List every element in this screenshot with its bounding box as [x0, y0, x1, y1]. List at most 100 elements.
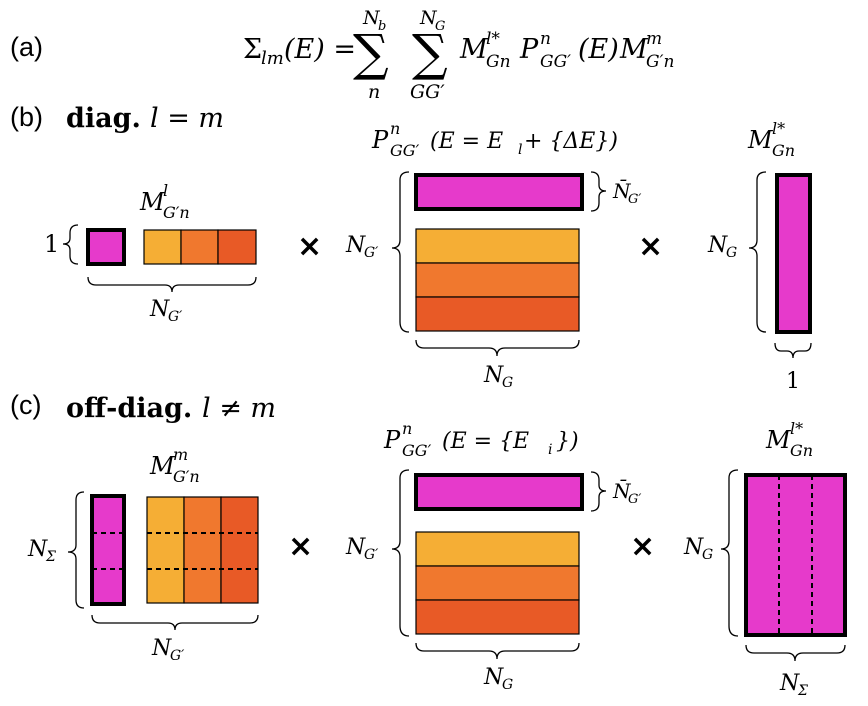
panel-b-p-selected-row: [414, 173, 584, 211]
panel-c-p-top-brace: [590, 471, 607, 512]
panel-b-m-right-sub: Gn: [772, 141, 795, 160]
panel-c-m-left-cell-1: [146, 496, 185, 604]
panel-b-times-2: ×: [638, 229, 663, 264]
eq-term1-sup: l*: [486, 29, 500, 49]
panel-c-p-row-1: [415, 531, 580, 567]
eq-sum1-upper: N: [362, 7, 381, 29]
panel-b-m-left-cell-2: [180, 229, 219, 265]
panel-b-p-bottom-base: N: [483, 363, 504, 388]
panel-b-m-left-sub: G′n: [163, 203, 190, 222]
panel-c-p-arg-end: }): [556, 429, 579, 454]
panel-b-p-arg: (E = E: [430, 129, 503, 154]
panel-b-p-top-sub: G′: [628, 192, 641, 207]
panel-label-a: (a): [10, 32, 43, 62]
eq-term1-sub: Gn: [486, 52, 511, 72]
panel-b-m-left-cell-3: [217, 229, 257, 265]
eq-term1: M: [459, 34, 489, 65]
eq-term2-arg: (E): [578, 34, 619, 65]
panel-c-m-right-bottom-brace: [745, 644, 846, 662]
eq-term3-sup: m: [646, 29, 662, 49]
panel-c-m-right-base: M: [765, 426, 792, 454]
eq-term2-sub: GG′: [540, 52, 571, 72]
panel-c-p-left-base: N: [345, 535, 366, 560]
panel-c-p-bottom-brace: [415, 642, 580, 660]
equation: Σ lm (E) = N b ∑ n N G ∑ GG′ M l* Gn P n…: [243, 7, 674, 103]
eq-lhs: Σ: [243, 34, 262, 65]
panel-c-p-base: P: [383, 426, 401, 454]
panel-b-m-right-column: [775, 173, 812, 334]
panel-c-bottom-brace-left: [91, 614, 259, 631]
panel-c-m-left-magenta-column: [90, 494, 126, 606]
panel-c-p-arg: (E = {E: [442, 429, 529, 454]
panel-b-m-left-sup: l: [163, 181, 168, 200]
panel-c-m-right-width-sub: Σ: [797, 683, 808, 699]
panel-c-left-brace: [67, 491, 85, 609]
eq-sum2-lower: GG′: [410, 81, 445, 103]
panel-c-m-left-width-base: N: [151, 636, 172, 661]
eq-sum1-lower: n: [368, 81, 380, 103]
panel-c-p-row-3: [415, 599, 580, 635]
panel-c-p-left-brace: [391, 469, 410, 637]
panel-b-m-right-sup: l*: [772, 119, 785, 138]
panel-b-m-right-height-base: N: [707, 233, 728, 258]
panel-label-c: (c): [10, 390, 41, 420]
panel-c-m-right-height-sub: G: [702, 547, 713, 563]
eq-sigma-1: ∑: [353, 24, 389, 82]
eq-sigma-2: ∑: [412, 24, 448, 82]
panel-c-m-left-sub: G′n: [173, 467, 200, 486]
panel-c-m-left-width-sub: G′: [170, 648, 185, 664]
panel-c-p-top-base: N̄: [612, 478, 632, 503]
panel-b-p-sup: n: [390, 119, 400, 138]
panel-b-m-right-base: M: [747, 126, 774, 154]
panel-b-p-arg-end: + {ΔE}): [524, 129, 618, 154]
eq-term2: P: [519, 34, 539, 65]
panel-b-p-arg-sub: l: [518, 142, 522, 158]
panel-c-m-left-height-sub: Σ: [45, 549, 56, 565]
panel-b-m-right-bottom-brace: [774, 342, 812, 359]
panel-c-title-bold: off-diag.: [66, 393, 192, 424]
panel-b-p-base: P: [371, 126, 389, 154]
panel-b-m-right-height-sub: G: [726, 245, 737, 261]
panel-c-m-left-cell-2: [183, 496, 222, 604]
panel-c-p-sub: GG′: [402, 441, 432, 460]
panel-b-m-left-width-base: N: [149, 297, 170, 322]
panel-c-title-math: l ≠ m: [202, 393, 276, 424]
panel-c-p-row-2: [415, 565, 580, 601]
panel-b-p-top-brace: [590, 171, 607, 212]
eq-lhs-arg: (E) =: [284, 34, 356, 65]
panel-c-m-right-sup: l*: [790, 419, 803, 438]
panel-c-p-sup: n: [402, 419, 412, 438]
panel-c-times-2: ×: [630, 529, 655, 564]
panel-b-p-top-base: N̄: [612, 178, 632, 203]
panel-c-m-right-left-brace: [720, 469, 739, 637]
panel-c-p-bottom-sub: G: [502, 677, 513, 693]
panel-b-p-left-sub: G′: [364, 245, 379, 261]
panel-c-m-right-height-base: N: [683, 535, 704, 560]
panel-b-p-left-brace: [391, 171, 410, 333]
panel-c-p-arg-sub: i: [548, 442, 552, 458]
panel-b-p-row-1: [415, 228, 580, 264]
panel-b-title-math: l = m: [150, 103, 224, 134]
panel-b-m-left-selected-row: [86, 228, 126, 266]
panel-b-bottom-brace-left: [87, 276, 257, 293]
eq-sum1-upper-sub: b: [378, 19, 386, 34]
eq-sum2-upper-sub: G: [435, 19, 445, 34]
panel-b-p-row-3: [415, 296, 580, 332]
panel-b-p-bottom-sub: G: [502, 375, 513, 391]
panel-b-p-bottom-brace: [415, 339, 580, 357]
panel-b-m-left-cell-1: [143, 229, 182, 265]
panel-b-left-brace: [62, 224, 79, 265]
panel-b-row-count: 1: [44, 230, 59, 258]
panel-label-b: (b): [10, 102, 43, 132]
eq-lhs-sub: lm: [261, 48, 284, 69]
panel-c-p-left-sub: G′: [364, 547, 379, 563]
panel-c-p-top-sub: G′: [628, 492, 641, 507]
eq-term3-sub: G′n: [646, 52, 674, 72]
panel-b-title-bold: diag.: [66, 103, 141, 134]
eq-term2-sup: n: [540, 29, 551, 49]
panel-b-p-sub: GG′: [390, 141, 420, 160]
panel-b-p-row-2: [415, 262, 580, 298]
panel-b-m-left-width-sub: G′: [168, 309, 183, 325]
panel-b-p-left-base: N: [345, 233, 366, 258]
